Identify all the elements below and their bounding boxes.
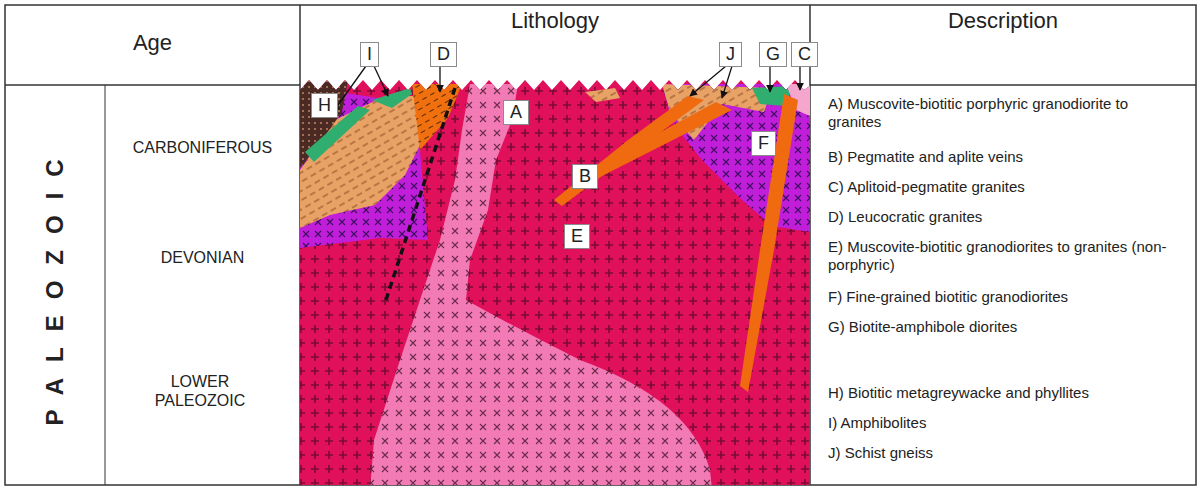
callout-letter: F (751, 131, 776, 156)
callout-letter: D (430, 42, 457, 67)
description-text: D) Leucocratic granites (828, 208, 1188, 226)
callout-letter: G (759, 42, 787, 67)
callout-text: J (726, 44, 735, 64)
callout-text: D (437, 44, 450, 64)
callout-text: F (758, 133, 769, 153)
description-text: J) Schist gneiss (828, 444, 1188, 462)
period-label: LOWER PALEOZOIC (130, 372, 270, 410)
callout-text: A (510, 102, 522, 122)
period-label: CARBONIFEROUS (105, 138, 300, 157)
callout-text: G (766, 44, 780, 64)
callout-text: I (367, 44, 372, 64)
description-text: H) Biotitic metagreywacke and phyllites (828, 384, 1188, 402)
column-header: Description (810, 8, 1196, 34)
callout-letter: I (360, 42, 379, 67)
column-header: Age (5, 30, 300, 56)
callout-letter: C (791, 42, 818, 67)
callout-text: C (798, 44, 811, 64)
callout-letter: A (503, 100, 529, 125)
period-label: DEVONIAN (105, 248, 300, 267)
description-text: E) Muscovite-biotitic granodiorites to g… (828, 238, 1168, 274)
callout-letter: B (572, 164, 598, 189)
description-text: I) Amphibolites (828, 414, 1188, 432)
description-text: C) Aplitoid-pegmatite granites (828, 178, 1188, 196)
column-header: Lithology (300, 8, 810, 34)
callout-text: H (318, 95, 331, 115)
callout-letter: J (719, 42, 742, 67)
description-text: G) Biotite-amphibole diorites (828, 318, 1188, 336)
description-text: B) Pegmatite and aplite veins (828, 148, 1188, 166)
era-label: PALEOZOIC (41, 134, 70, 434)
callout-letter: H (311, 93, 338, 118)
callout-text: E (571, 226, 583, 246)
callout-letter: E (564, 224, 590, 249)
description-text: F) Fine-grained biotitic granodiorites (828, 288, 1188, 306)
callout-text: B (579, 166, 591, 186)
description-text: A) Muscovite-biotitic porphyric granodio… (828, 95, 1168, 131)
